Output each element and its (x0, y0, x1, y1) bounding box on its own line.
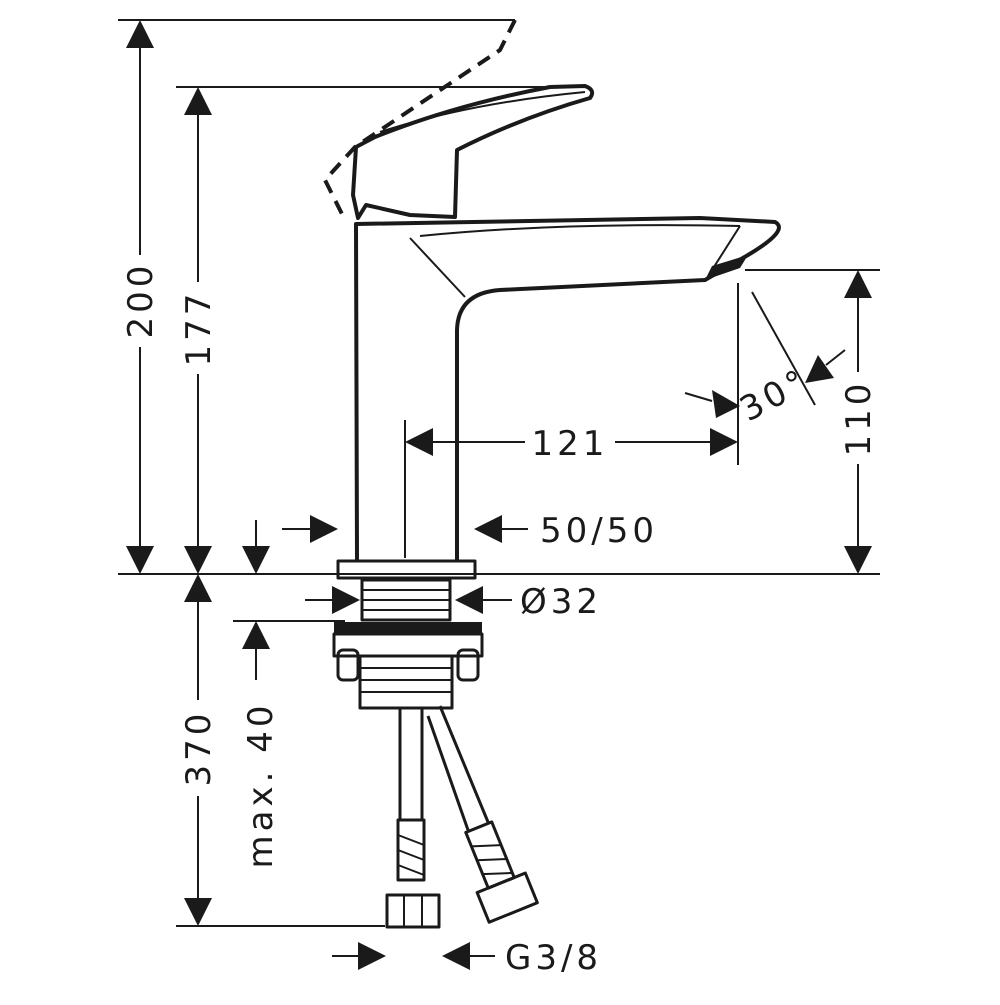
dimension-label-177: 177 (179, 290, 219, 367)
arrowhead (844, 270, 872, 298)
dimension-max-40: max. 40 (241, 520, 281, 868)
arrowhead (455, 586, 483, 614)
arrowhead (184, 87, 212, 115)
hose-angled (426, 705, 490, 831)
dimension-label-50-50: 50/50 (540, 511, 658, 551)
arrowhead (358, 942, 386, 970)
arrowhead (126, 20, 154, 48)
spout-tip-line (711, 225, 741, 271)
arrowhead (712, 390, 740, 418)
hose-angled-nut (475, 871, 539, 924)
dimension-label-370: 370 (179, 710, 219, 787)
fixing-plate-top (334, 622, 482, 634)
aerator (705, 255, 748, 280)
dimension-g3-8: G3/8 (332, 938, 602, 978)
dimension-370: 370 (179, 574, 219, 926)
arrowhead (126, 546, 154, 574)
dimension-177: 177 (179, 87, 219, 574)
fixing-nut-left (336, 648, 360, 682)
dimension-label-angle-30: 30° (733, 361, 816, 430)
lever-edge-line (379, 91, 586, 133)
dimension-label-diameter-32: Ø32 (520, 582, 602, 622)
spout-top-line (419, 224, 741, 237)
body-edge-line (409, 237, 466, 298)
dimension-110: 110 (839, 270, 879, 574)
arrowhead (332, 586, 360, 614)
arrowhead (805, 355, 834, 383)
extension-lines (118, 19, 880, 927)
dimension-121: 121 (405, 424, 738, 464)
dimension-50-50: 50/50 (282, 511, 658, 551)
hose-angled-crimp (464, 820, 516, 890)
dimension-label-121: 121 (532, 424, 609, 464)
dimension-diameter-32: Ø32 (305, 582, 602, 622)
fixing-nut-right (456, 648, 480, 682)
arrowhead (844, 546, 872, 574)
dimension-label-g3-8: G3/8 (505, 938, 602, 978)
dimension-200: 200 (121, 20, 161, 574)
threaded-shank-lower (358, 654, 454, 710)
arrowhead (242, 546, 270, 574)
arrowhead (405, 428, 433, 456)
arrowhead (184, 546, 212, 574)
lever-handle (351, 84, 595, 220)
arrowhead (184, 898, 212, 926)
dimension-label-110: 110 (839, 380, 879, 457)
angle-line-30 (751, 291, 816, 406)
arrowhead (710, 428, 738, 456)
faucet-body (322, 19, 781, 562)
dimension-label-max-40: max. 40 (241, 702, 281, 869)
mounting-assembly (332, 559, 484, 710)
hose-straight (398, 708, 424, 820)
base-plate (336, 559, 477, 580)
arrowhead (474, 515, 502, 543)
dimension-label-200: 200 (121, 262, 161, 339)
dimension-angle-30: 30° (684, 349, 846, 430)
arrowhead (184, 574, 212, 602)
hose-straight-nut (385, 893, 441, 929)
arrowhead (442, 942, 470, 970)
arrowhead (310, 515, 338, 543)
supply-hoses (385, 705, 539, 929)
arrowhead (242, 621, 270, 649)
